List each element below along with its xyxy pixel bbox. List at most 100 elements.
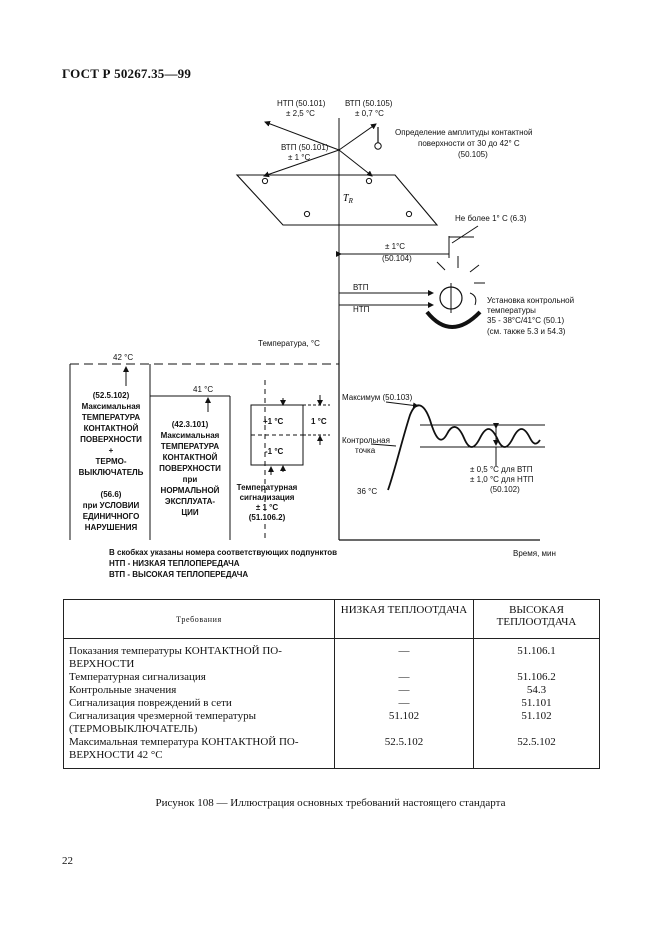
leftcol-line: + xyxy=(109,446,114,455)
requirements-table: Требования НИЗКАЯ ТЕПЛООТДАЧА ВЫСОКАЯ ТЕ… xyxy=(63,599,600,769)
midcol-line: КОНТАКТНОЙ xyxy=(163,453,218,462)
alarmcol-line: Температурная xyxy=(237,483,298,492)
thermometer-icon xyxy=(374,127,382,150)
contact-surface-plate xyxy=(235,174,439,226)
alarmcol-line: ± 1 °С xyxy=(256,503,278,512)
table-row: Контрольные значения—54.3 xyxy=(63,684,600,697)
plus-minus-1-label: ± 1°С xyxy=(385,242,405,251)
leftcol-line: КОНТАКТНОЙ xyxy=(84,424,139,433)
cell-req: Сигнализация чрезмерной температуры (ТЕР… xyxy=(63,710,335,736)
cell-req: Максимальная температура КОНТАКТНОЙ ПО-В… xyxy=(63,736,335,769)
table-row: Температурная сигнализация—51.106.2 xyxy=(63,671,600,684)
cell-high: 51.106.1 xyxy=(473,638,600,671)
cell-high: 51.106.2 xyxy=(473,671,600,684)
ctrl-point-2: точка xyxy=(355,446,376,455)
header-high: ВЫСОКАЯ ТЕПЛООТДАЧА xyxy=(473,599,600,639)
cell-low: — xyxy=(334,671,474,684)
ctrl-point-1: Контрольная xyxy=(342,436,390,445)
leftcol-line: ВЫКЛЮЧАТЕЛЬ xyxy=(79,468,144,477)
max-label: Максимум (50.103) xyxy=(342,393,413,402)
t42-label: 42 °С xyxy=(113,353,133,362)
leftcol-line: ТЕМПЕРАТУРА xyxy=(82,413,140,422)
leftcol-line: (52.5.102) xyxy=(93,391,130,400)
leftcol-line: ТЕРМО- xyxy=(95,457,126,466)
vtp2-tolerance: ± 1 °C xyxy=(288,153,310,162)
y-axis-label: Температура, °С xyxy=(258,339,320,348)
cell-high: 54.3 xyxy=(473,684,600,697)
header-low: НИЗКАЯ ТЕПЛООТДАЧА xyxy=(334,599,474,639)
tr-symbol: TR xyxy=(343,193,354,205)
document-header: ГОСТ Р 50267.35—99 xyxy=(62,66,192,81)
figure-caption: Рисунок 108 — Иллюстрация основных требо… xyxy=(155,797,506,809)
vtp2-label: ВТП (50.101) xyxy=(281,143,329,152)
x-axis-label: Время, мин xyxy=(513,549,556,558)
install-line-1: Установка контрольной xyxy=(487,296,574,305)
amplitude-line-3: (50.105) xyxy=(458,150,488,159)
cell-low: — xyxy=(334,684,474,697)
tol-line-2: ± 1,0 °С для НТП xyxy=(470,475,534,484)
midcol-line: ПОВЕРХНОСТИ xyxy=(159,464,221,473)
cell-req: Сигнализация повреждений в сети xyxy=(63,697,335,710)
one-degree-label: 1 °С xyxy=(311,417,327,426)
leftcol-line: (56.6) xyxy=(101,490,122,499)
cell-low: 52.5.102 xyxy=(334,736,474,769)
vtp-tolerance: ± 0,7 °C xyxy=(355,109,384,118)
page-number: 22 xyxy=(62,855,73,867)
requirements-diagram: НТП (50.101) ± 2,5 °C ВТП (50.105) ± 0,7… xyxy=(69,99,574,579)
midcol-line: НОРМАЛЬНОЙ xyxy=(161,486,220,495)
ntp-tolerance: ± 2,5 °C xyxy=(286,109,315,118)
note-1: В скобках указаны номера соответствующих… xyxy=(109,548,337,557)
plus1-label: +1 °С xyxy=(263,417,284,426)
install-line-3: 35 - 38°С/41°С (50.1) xyxy=(487,316,564,325)
install-line-2: температуры xyxy=(487,306,536,315)
alarmcol-line: (51.106.2) xyxy=(249,513,286,522)
ntp-label: НТП (50.101) xyxy=(277,99,326,108)
table-row: Сигнализация повреждений в сети—51.101 xyxy=(63,697,600,710)
midcol-line: (42.3.101) xyxy=(172,420,209,429)
cell-low: 51.102 xyxy=(334,710,474,736)
midcol-line: ТЕМПЕРАТУРА xyxy=(161,442,219,451)
table-row: Показания температуры КОНТАКТНОЙ ПО-ВЕРХ… xyxy=(63,638,600,671)
cell-high: 51.102 xyxy=(473,710,600,736)
note-2: НТП - НИЗКАЯ ТЕПЛОПЕРЕДАЧА xyxy=(109,559,240,568)
t41-label: 41 °С xyxy=(193,385,213,394)
table-row: Максимальная температура КОНТАКТНОЙ ПО-В… xyxy=(63,736,600,769)
ref-50104: (50.104) xyxy=(382,254,412,263)
midcol-line: ЦИИ xyxy=(181,508,199,517)
leftcol-line: при УСЛОВИИ xyxy=(83,501,140,510)
leftcol-line: ЕДИНИЧНОГО xyxy=(83,512,140,521)
midcol-line: ЭКСПЛУАТА- xyxy=(165,497,216,506)
cell-low: — xyxy=(334,638,474,671)
heat-arc xyxy=(425,310,482,329)
amplitude-line-1: Определение амплитуды контактной xyxy=(395,128,532,137)
heater-element-icon xyxy=(439,283,463,313)
vtp-label: ВТП (50.105) xyxy=(345,99,393,108)
not-more-label: Не более 1° С (6.3) xyxy=(455,214,527,223)
cell-req: Контрольные значения xyxy=(63,684,335,697)
leftcol-line: Максимальная xyxy=(82,402,141,411)
cell-req: Показания температуры КОНТАКТНОЙ ПО-ВЕРХ… xyxy=(63,638,335,671)
cell-low: — xyxy=(334,697,474,710)
alarmcol-line: сигнализация xyxy=(240,493,295,502)
tol-line-1: ± 0,5 °С для ВТП xyxy=(470,465,533,474)
leftcol-line: НАРУШЕНИЯ xyxy=(85,523,138,532)
note-3: ВТП - ВЫСОКАЯ ТЕПЛОПЕРЕДАЧА xyxy=(109,570,248,579)
cell-req: Температурная сигнализация xyxy=(63,671,335,684)
ntp-line-label: НТП xyxy=(353,305,370,314)
header-requirements: Требования xyxy=(63,599,335,639)
leftcol-line: ПОВЕРХНОСТИ xyxy=(80,435,142,444)
vtp-line-label: ВТП xyxy=(353,283,369,292)
midcol-line: Максимальная xyxy=(161,431,220,440)
cell-high: 51.101 xyxy=(473,697,600,710)
t36-label: 36 °С xyxy=(357,487,377,496)
install-line-4: (см. также 5.3 и 54.3) xyxy=(487,327,566,336)
minus1-label: -1 °С xyxy=(265,447,284,456)
midcol-line: при xyxy=(183,475,198,484)
table-row: Сигнализация чрезмерной температуры (ТЕР… xyxy=(63,710,600,736)
tol-line-3: (50.102) xyxy=(490,485,520,494)
amplitude-line-2: поверхности от 30 до 42° С xyxy=(418,139,520,148)
cell-high: 52.5.102 xyxy=(473,736,600,769)
